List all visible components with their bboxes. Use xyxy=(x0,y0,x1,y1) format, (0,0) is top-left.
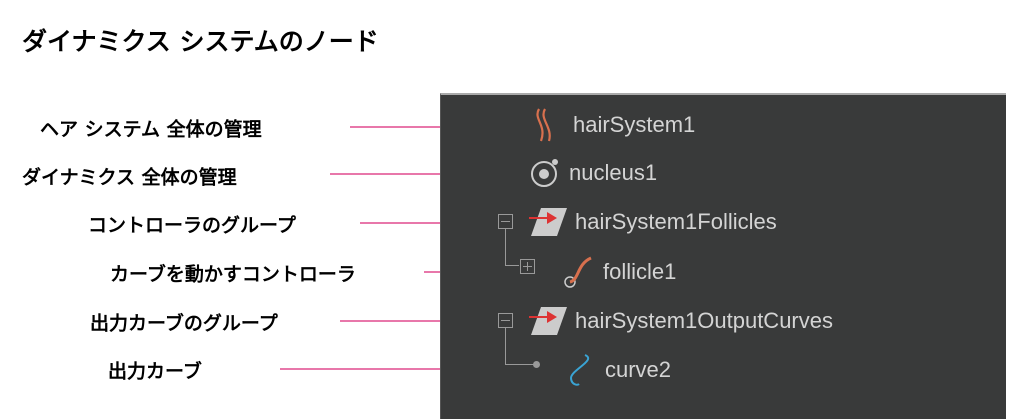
outliner-item-nucleus1[interactable]: nucleus1 xyxy=(527,153,657,193)
tree-line xyxy=(505,265,519,266)
nucleus-icon xyxy=(531,159,558,187)
expand-toggle[interactable] xyxy=(520,259,535,274)
outliner-item-hairsystem1follicles[interactable]: hairSystem1Follicles xyxy=(529,202,777,242)
outliner-item-follicle1[interactable]: follicle1 xyxy=(561,252,676,292)
outliner-item-label: hairSystem1 xyxy=(573,112,696,137)
outliner-item-hairsystem1outputcurves[interactable]: hairSystem1OutputCurves xyxy=(529,301,833,341)
tree-line xyxy=(505,229,506,265)
annotation-output-curves-group: 出力カーブのグループ xyxy=(90,312,278,335)
outliner-item-label: hairSystem1Follicles xyxy=(575,209,777,234)
annotation-output-curve: 出力カーブ xyxy=(108,360,202,383)
annotation-follicle: カーブを動かすコントローラ xyxy=(110,263,356,286)
arrow-output-curve xyxy=(280,361,478,377)
page-title: ダイナミクス システムのノード xyxy=(22,27,379,56)
annotation-follicles-group: コントローラのグループ xyxy=(88,214,296,237)
collapse-toggle[interactable] xyxy=(498,214,513,229)
outliner-item-label: hairSystem1OutputCurves xyxy=(575,308,833,333)
outliner-item-label: curve2 xyxy=(605,357,672,382)
outliner-panel: hairSystem1 nucleus1 hairSystem1Follicle… xyxy=(440,93,1006,419)
outliner-item-label: follicle1 xyxy=(603,259,677,284)
annotation-hair-system: ヘア システム 全体の管理 xyxy=(40,118,262,141)
outliner-item-curve2[interactable]: curve2 xyxy=(563,350,671,390)
follicle-icon xyxy=(564,256,592,288)
hair-system-icon xyxy=(536,108,551,142)
group-icon xyxy=(529,208,567,236)
curve-icon xyxy=(569,354,589,386)
group-icon xyxy=(529,307,567,335)
outliner-item-label: nucleus1 xyxy=(569,160,658,185)
annotation-nucleus: ダイナミクス 全体の管理 xyxy=(22,166,237,189)
outliner-item-hairsystem1[interactable]: hairSystem1 xyxy=(531,105,695,145)
collapse-toggle[interactable] xyxy=(498,313,513,328)
tree-node-dot xyxy=(533,361,540,368)
tree-line xyxy=(505,328,506,364)
tree-line xyxy=(505,364,535,365)
